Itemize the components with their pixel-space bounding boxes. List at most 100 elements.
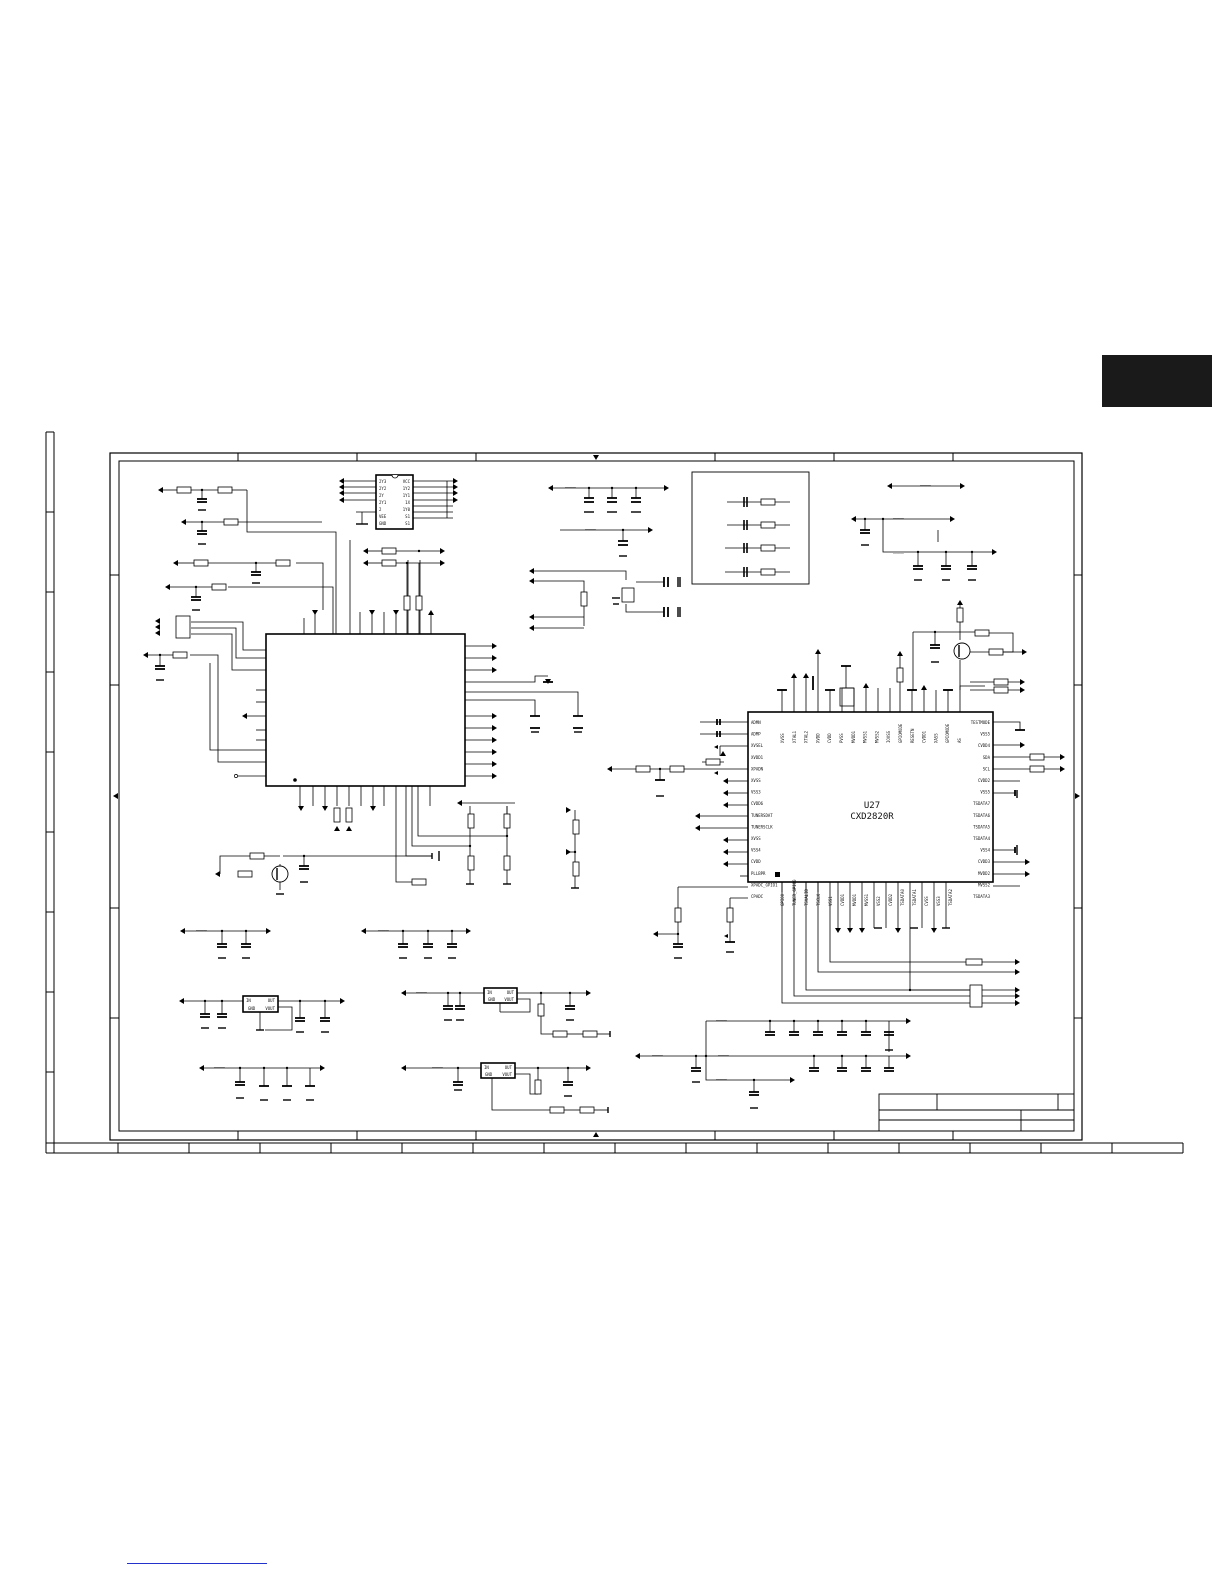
net-dash-8: ___ xyxy=(214,1061,225,1068)
demod-ic-u27: U27 CXD2820R xyxy=(747,711,994,883)
u27-pin-left_pins-6: VSS3 xyxy=(751,790,761,795)
u27-pin-right_pins-8: TSDATA6 xyxy=(973,813,990,818)
u27-pin-top_pins-1: XTAL1 xyxy=(792,730,797,743)
vr1-gnd: GND xyxy=(248,1006,256,1011)
net-dash-14: ___ xyxy=(716,1073,727,1080)
vr3-vout: VOUT xyxy=(502,1072,512,1077)
u27-pin-bottom_pins-10: TSDATA0 xyxy=(900,889,905,906)
u27-pin-right_pins-1: VSS5 xyxy=(980,732,990,737)
u27-pin-top_pins-10: GPIOMODE xyxy=(898,723,903,743)
u27-pin-top_pins-6: MVDD1 xyxy=(851,730,856,743)
u27-pin-left_pins-7: CVDD6 xyxy=(751,801,764,806)
u27-pin-top_pins-3: XVDD xyxy=(815,733,820,743)
u27-pin-left_pins-12: CVDD xyxy=(751,859,761,864)
ground-bars xyxy=(156,509,1018,1113)
u27-pin-left_pins-11: VSS4 xyxy=(751,848,761,853)
u27-left-pins: ADMNADMPXVSELXVDD1XPADNXVSSVSS3CVDD6TUNE… xyxy=(751,720,778,899)
resistor-xtal xyxy=(580,591,588,607)
net-dash-11: ___ xyxy=(716,1014,727,1021)
resistor-tr3 xyxy=(988,648,1004,656)
u27-pin-bottom_pins-5: CVDD1 xyxy=(840,893,845,906)
u27-pin-bottom_pins-9: CVDD2 xyxy=(888,893,893,906)
mux-pin-l5: VEE xyxy=(379,514,387,519)
title-block xyxy=(878,1093,1075,1132)
tuner-junctions xyxy=(158,486,974,1082)
mux-pin-r3: 1X xyxy=(405,500,410,505)
caps-left xyxy=(155,498,583,870)
mux-ic: 2Y3 2Y2 2Y 2Y1 2 VEE GND VCC 1Y2 1Y1 1X … xyxy=(375,474,414,530)
drawing-border xyxy=(109,452,1083,1141)
net-dash-2: ___ xyxy=(585,523,596,530)
tuner-wiring xyxy=(190,490,579,884)
net-dash-4: ___ xyxy=(893,512,904,519)
vr3-gnd: GND xyxy=(485,1072,493,1077)
filter-rows xyxy=(725,497,790,577)
u27-part: CXD2820R xyxy=(850,812,894,822)
u27-pin-left_pins-0: ADMN xyxy=(751,720,761,725)
u27-pin-right_pins-13: MVDD2 xyxy=(978,871,991,876)
mux-pin-r4: 1Y0 xyxy=(403,507,411,512)
u27-ref: U27 xyxy=(864,801,880,811)
u27-pin-bottom_pins-1: TUNER_GPIO0 xyxy=(792,879,797,906)
net-dash-3: ___ xyxy=(920,479,931,486)
net-dash-6: ___ xyxy=(196,924,207,931)
caps-top-middle xyxy=(584,497,669,617)
power-rail-top-right xyxy=(856,485,1022,690)
link-underline[interactable] xyxy=(127,1563,267,1564)
right-center-marker xyxy=(1075,793,1080,799)
mux-pin-l3: 2Y1 xyxy=(379,500,387,505)
u27-pin-top_pins-11: RESETN xyxy=(910,728,915,743)
transistor-q2 xyxy=(953,642,971,660)
power-rail-top xyxy=(534,487,664,629)
power-rail-bottom-left xyxy=(184,930,610,1111)
mux-wiring xyxy=(344,480,453,524)
u27-pin-right_pins-11: VSS4 xyxy=(980,848,990,853)
transistor-q1 xyxy=(271,865,289,883)
u27-pin-right_pins-7: TSDATA7 xyxy=(973,801,990,806)
vr2-out: OUT xyxy=(507,990,515,995)
net-dash-1: ___ xyxy=(565,481,576,488)
crystal-x1 xyxy=(621,587,635,603)
net-dash-12: ___ xyxy=(652,1049,663,1056)
caps-bottom-right xyxy=(691,1031,894,1096)
u27-pin-left_pins-4: XPADN xyxy=(751,766,764,771)
u27-pin-bottom_pins-7: MVSS1 xyxy=(864,893,869,906)
vr3-out: OUT xyxy=(505,1065,513,1070)
u27-pin-right_pins-3: SDA xyxy=(983,755,991,760)
vr1-out: OUT xyxy=(268,998,276,1003)
u27-pin-left_pins-3: XVDD1 xyxy=(751,755,764,760)
u27-pin-right_pins-14: MVSS2 xyxy=(978,882,991,887)
caps-top-right xyxy=(860,529,977,649)
u27-pin-right_pins-9: TSDATA5 xyxy=(973,824,990,829)
net-dash-9: ___ xyxy=(432,1061,443,1068)
tuner-ic xyxy=(265,633,466,787)
connector-j1 xyxy=(175,615,191,639)
regulator-vr2: IN OUT GND VOUT xyxy=(483,987,518,1004)
open-terminal xyxy=(234,774,238,778)
u27-pin-right_pins-6: VSS5 xyxy=(980,790,990,795)
u27-pin-top_pins-14: GPIOMODE xyxy=(945,723,950,743)
vr2-vout: VOUT xyxy=(504,997,514,1002)
u27-pin-top_pins-4: CVDD xyxy=(827,733,832,743)
mux-pin-l4: 2 xyxy=(379,507,382,512)
u27-pin-top_pins-2: XTAL2 xyxy=(804,730,809,743)
regulator-vr3: IN OUT GND VOUT xyxy=(480,1062,516,1079)
u27-pin-bottom_pins-4: VSS1 xyxy=(828,896,833,906)
resistor-tr1 xyxy=(956,607,964,623)
mux-pin-r5: S1 xyxy=(405,514,410,519)
filter-box xyxy=(691,471,810,585)
resistor-tr2 xyxy=(974,629,990,637)
mux-pin-r2: 1Y1 xyxy=(403,493,411,498)
u27-pin-left_pins-10: XVSS xyxy=(751,836,761,841)
tuner-resistors xyxy=(172,486,580,886)
signal-flags xyxy=(143,478,1065,1083)
mux-pin-r6: S1 xyxy=(405,521,410,526)
u27-pin-left_pins-13: PLLBPR xyxy=(751,871,766,876)
u27-pin-left_pins-14: XPADC_GPIO1 xyxy=(751,882,778,887)
left-center-marker xyxy=(113,793,118,799)
u27-pin-bottom_pins-8: VSS2 xyxy=(876,896,881,906)
net-dash-10: ___ xyxy=(416,986,427,993)
u27-pin-bottom_pins-6: MVDD1 xyxy=(852,893,857,906)
u27-pin-top_pins-9: IOVSS xyxy=(886,730,891,743)
